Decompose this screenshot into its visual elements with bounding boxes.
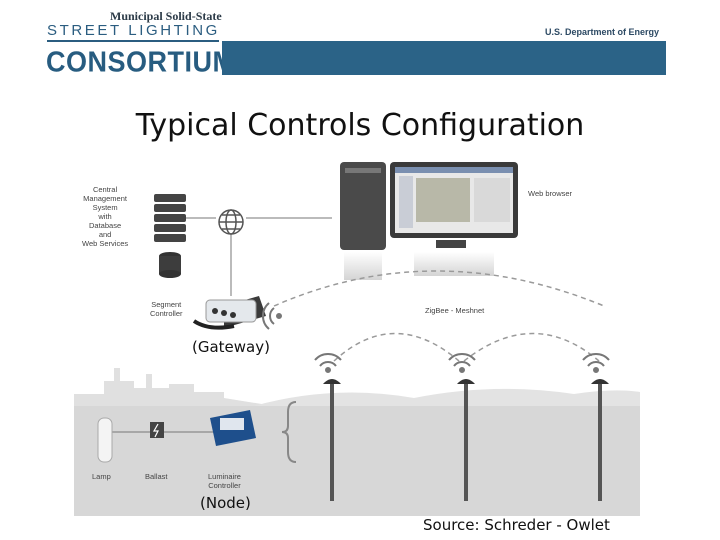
server-rack-icon [154,194,186,242]
globe-icon [218,209,244,235]
agency-label: U.S. Department of Energy [545,27,660,37]
gateway-caption: (Gateway) [192,338,270,356]
segment-controller-label: Segment Controller [150,300,183,318]
controls-diagram [74,162,640,516]
computer-tower-icon [340,162,386,280]
ground-area [74,406,640,516]
node-caption: (Node) [200,494,251,512]
wireless-icon [448,353,476,373]
database-icon [159,252,181,278]
luminaire-controller-label: Luminaire Controller [208,472,241,490]
wireless-icon [262,302,282,330]
mesh-label: ZigBee - Meshnet [425,306,485,315]
street-light-icon [457,379,475,501]
logo-line-municipal: Municipal Solid-State [110,9,222,23]
lamp-label: Lamp [92,472,111,481]
logo-line-street-lighting: STREET LIGHTING [47,22,220,39]
ballast-label: Ballast [145,472,168,481]
source-caption: Source: Schreder - Owlet [423,516,610,534]
street-light-icon [591,379,609,501]
monitor-icon [390,162,518,276]
mesh-arcs [273,270,605,362]
brace [281,401,297,463]
city-silhouette [74,368,274,406]
slide-title: Typical Controls Configuration [135,108,585,143]
hill-silhouette [254,388,640,406]
ballast-icon [150,422,164,438]
lamp-icon [97,417,113,463]
wireless-icon [582,353,610,373]
node-controller-icon [210,410,256,446]
wireless-icon [314,353,342,373]
cms-label: Central Management System with Database … [82,185,129,248]
street-light-icon [323,379,341,501]
logo-rule [47,40,219,42]
header-bar [222,41,666,75]
web-browser-label: Web browser [528,189,573,198]
gateway-device-icon [192,296,266,330]
logo-line-consortium: CONSORTIUM [46,46,236,78]
